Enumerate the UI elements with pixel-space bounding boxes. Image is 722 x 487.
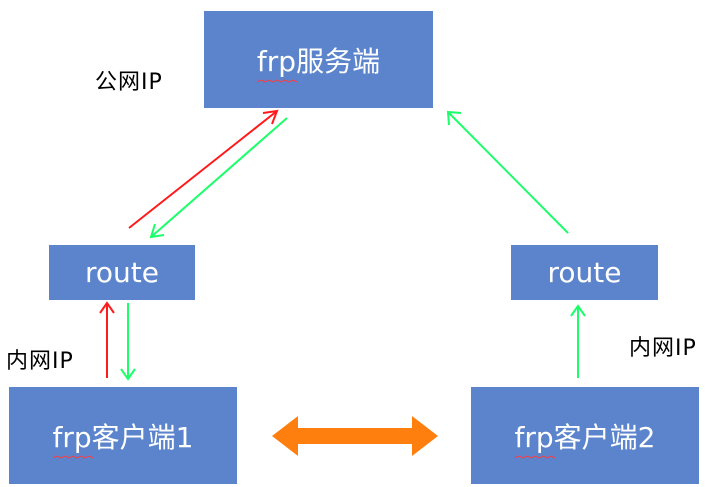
- green-arrow-route-right-to-server: [446, 110, 569, 234]
- frp-server-node: frp服务端: [204, 11, 433, 108]
- route-right-node: route: [511, 245, 658, 300]
- orange-double-arrow-p2p: [272, 416, 438, 456]
- route-left-label: route: [85, 256, 159, 289]
- public-ip-label: 公网IP: [95, 70, 163, 95]
- spellcheck-underline-icon: [52, 454, 93, 459]
- frp-client2-node: frp客户端2: [471, 387, 699, 484]
- red-arrow-client1-to-route: [99, 301, 115, 378]
- intranet-ip-left-label: 内网IP: [6, 349, 74, 374]
- red-arrow-route-to-server: [128, 109, 279, 229]
- frp-client1-label: frp客户端1: [52, 420, 194, 454]
- frp-server-label: frp服务端: [256, 44, 381, 78]
- intranet-ip-right-label: 内网IP: [629, 336, 697, 361]
- spellcheck-underline-icon: [514, 454, 555, 459]
- green-arrow-client2-to-route: [570, 304, 586, 378]
- green-arrow-route-to-client1: [120, 303, 136, 381]
- route-right-label: route: [547, 256, 622, 289]
- green-arrow-server-to-route: [149, 117, 288, 239]
- frp-client2-label: frp客户端2: [514, 420, 656, 454]
- route-left-node: route: [49, 245, 195, 300]
- frp-client1-node: frp客户端1: [9, 387, 237, 484]
- spellcheck-underline-icon: [256, 78, 298, 83]
